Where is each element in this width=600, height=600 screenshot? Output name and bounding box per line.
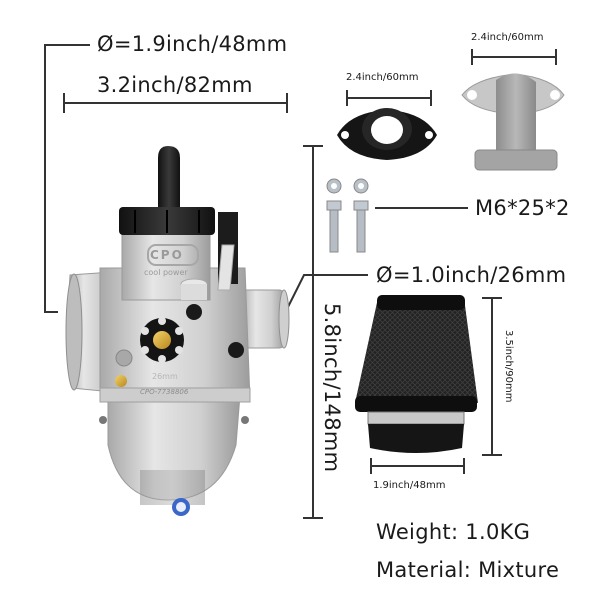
rubber-flange-width-label: 2.4inch/60mm (346, 72, 419, 83)
filter-width-label: 1.9inch/48mm (373, 480, 446, 491)
flange-dimension-line (346, 90, 432, 106)
filter-height-label: 3.5inch/90mm (503, 330, 514, 403)
filter-height-dimension-line (482, 297, 502, 456)
outlet-diameter-label: Ø=1.0inch/26mm (376, 263, 567, 287)
bolts-image (326, 178, 369, 253)
weight-spec: Weight: 1.0KG (376, 520, 531, 544)
rubber-flange-image (337, 108, 437, 160)
carb-size-mark: 26mm (152, 372, 178, 381)
carb-height-label: 5.8inch/148mm (320, 303, 344, 473)
elbow-dimension-line (471, 49, 557, 65)
intake-elbow-image (461, 73, 565, 171)
carb-logo-subtext: cool power (144, 268, 188, 277)
width-dimension-line (63, 93, 288, 113)
carb-width-label: 3.2inch/82mm (97, 73, 253, 97)
bore-bracket-line (44, 44, 90, 313)
carb-bore-diameter-label: Ø=1.9inch/48mm (97, 32, 288, 56)
air-filter-image (355, 295, 478, 453)
material-spec: Material: Mixture (376, 558, 560, 582)
bolts-label: M6*25*2 (475, 196, 570, 220)
outlet-leader-line (287, 274, 368, 308)
filter-width-dimension-line (370, 458, 465, 474)
carb-model-mark: CPO-7738806 (140, 388, 189, 396)
carburetor-image (65, 146, 290, 516)
carb-logo-text: CPO (150, 248, 184, 262)
intake-elbow-width-label: 2.4inch/60mm (471, 32, 544, 43)
height-dimension-line (303, 145, 323, 519)
